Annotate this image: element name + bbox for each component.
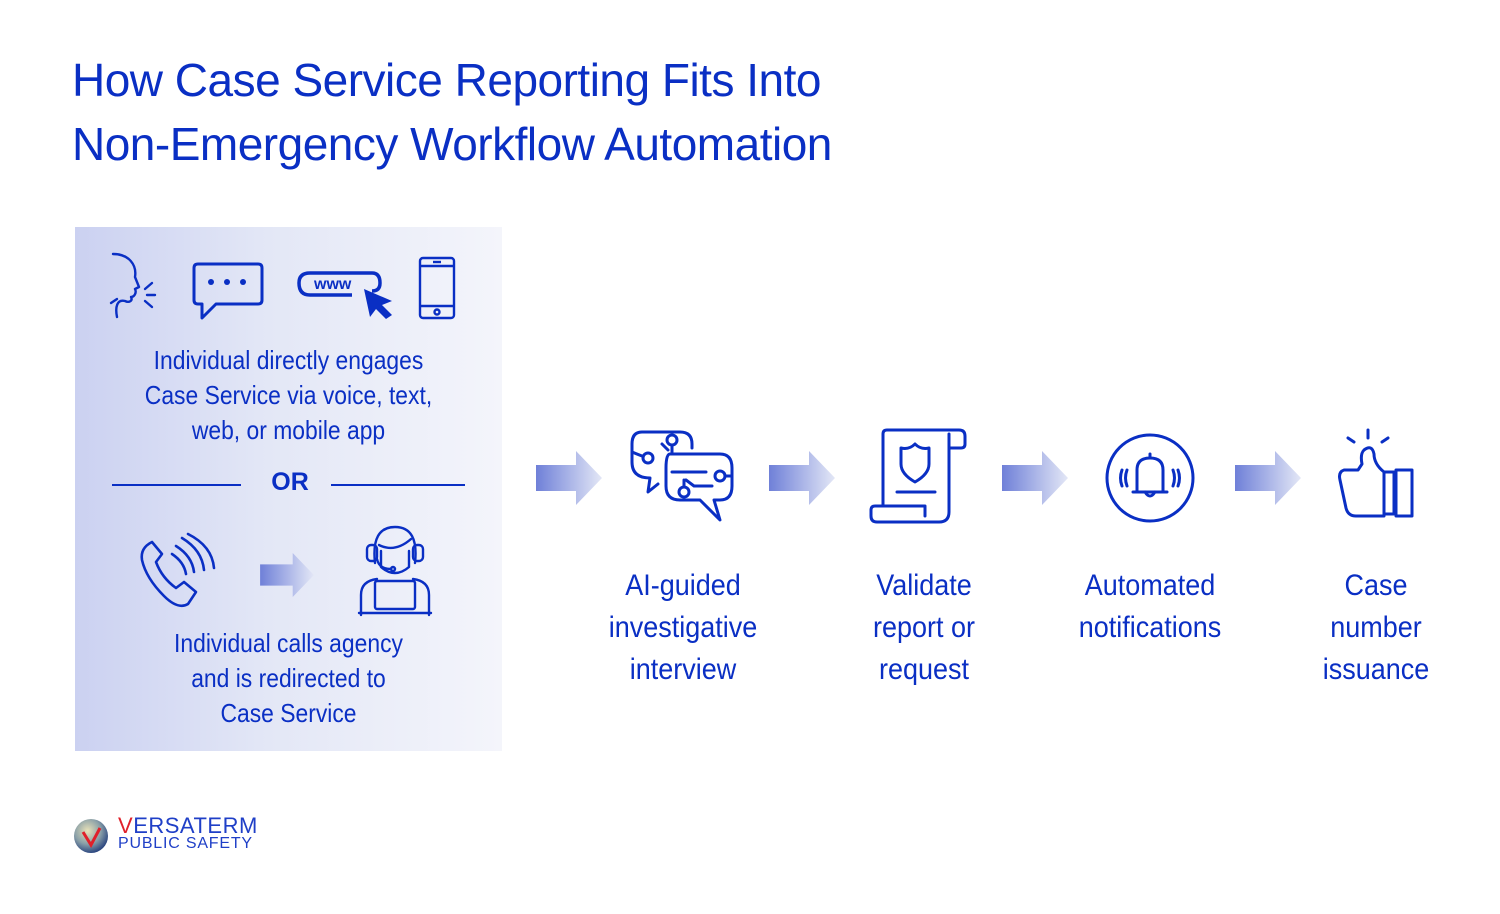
- or-label: OR: [271, 468, 309, 496]
- mobile-phone-icon: [418, 256, 456, 320]
- step-2-line-3: request: [878, 653, 970, 686]
- title-line-2: Non-Emergency Workflow Automation: [72, 118, 832, 170]
- redirect-text: Individual calls agency and is redirecte…: [101, 626, 477, 731]
- title-line-1: How Case Service Reporting Fits Into: [72, 54, 821, 106]
- flow-arrow-3-icon: [1002, 451, 1068, 505]
- redirect-arrow-icon: [260, 553, 314, 597]
- step-4-line-3: issuance: [1322, 653, 1430, 686]
- step-1-line-2: investigative: [608, 611, 758, 644]
- divider-left: [112, 484, 241, 486]
- step-3-line-2: notifications: [1078, 611, 1222, 644]
- thumbs-up-icon: [1324, 424, 1434, 524]
- ai-chat-bubbles-icon: [628, 428, 738, 528]
- step-2-line-2: report or: [872, 611, 976, 644]
- voice-speaking-icon: [107, 251, 159, 327]
- redirect-text-line-3: Case Service: [220, 698, 357, 728]
- direct-text-line-2: Case Service via voice, text,: [144, 380, 433, 410]
- globe-logo-icon: [74, 819, 108, 853]
- direct-text-line-3: web, or mobile app: [191, 415, 386, 445]
- redirect-text-line-1: Individual calls agency: [174, 628, 403, 658]
- redirect-text-line-2: and is redirected to: [191, 663, 386, 693]
- shield-document-icon: [865, 428, 975, 528]
- step-3-line-1: Automated: [1084, 569, 1216, 602]
- step-label-ai-interview: AI-guided investigative interview: [584, 565, 782, 691]
- logo-wordmark: VERSATERM: [118, 815, 258, 837]
- intake-panel: www Individual directly engages Case Ser…: [75, 227, 502, 751]
- chat-bubble-icon: [192, 262, 264, 320]
- logo-initial: V: [118, 813, 134, 838]
- direct-text-line-1: Individual directly engages: [153, 345, 424, 375]
- step-2-line-1: Validate: [876, 569, 972, 602]
- step-label-validate: Validate report or request: [825, 565, 1023, 691]
- call-agent-icon: [355, 523, 435, 617]
- phone-ringing-icon: [138, 532, 218, 610]
- flow-arrow-1-icon: [536, 451, 602, 505]
- logo-subtitle: PUBLIC SAFETY: [118, 835, 253, 852]
- step-label-notifications: Automated notifications: [1051, 565, 1249, 649]
- divider-right: [331, 484, 465, 486]
- direct-engagement-text: Individual directly engages Case Service…: [101, 343, 477, 448]
- flow-arrow-2-icon: [769, 451, 835, 505]
- page-title: How Case Service Reporting Fits Into Non…: [72, 48, 832, 176]
- step-label-case-number: Case number issuance: [1277, 565, 1475, 691]
- step-1-line-3: interview: [629, 653, 737, 686]
- step-4-line-1: Case: [1344, 569, 1408, 602]
- svg-text:www: www: [313, 276, 352, 293]
- flow-arrow-4-icon: [1235, 451, 1301, 505]
- logo-name: ERSATERM: [133, 813, 258, 838]
- web-browser-icon: www: [296, 267, 396, 319]
- bell-notification-icon: [1095, 428, 1205, 528]
- step-4-line-2: number: [1330, 611, 1422, 644]
- step-1-line-1: AI-guided: [625, 569, 741, 602]
